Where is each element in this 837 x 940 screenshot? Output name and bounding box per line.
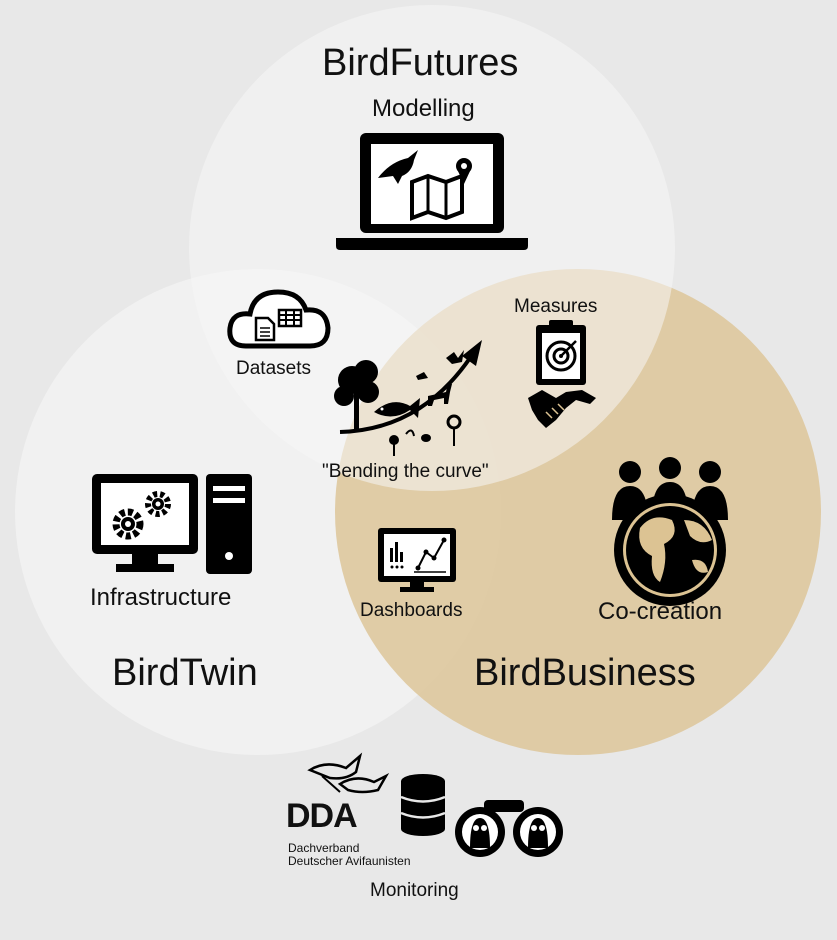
label-cocreation: Co-creation xyxy=(598,598,723,625)
label-datasets: Datasets xyxy=(236,358,311,379)
dda-name-line2: Deutscher Avifaunisten xyxy=(288,854,411,868)
laptop-map-icon xyxy=(336,133,528,250)
label-measures: Measures xyxy=(514,296,598,317)
computer-gears-icon xyxy=(92,474,252,574)
label-monitoring: Monitoring xyxy=(370,880,459,901)
label-bending-curve: "Bending the curve" xyxy=(322,461,489,482)
binoculars-owl-icon xyxy=(455,800,563,857)
dda-logo-text: DDA xyxy=(286,797,358,835)
clipboard-target-icon xyxy=(536,320,586,385)
database-icon xyxy=(400,774,446,836)
circle-title-birdfutures: BirdFutures xyxy=(322,42,519,84)
label-modelling: Modelling xyxy=(372,95,475,122)
bending-curve-icon xyxy=(334,340,482,456)
people-globe-icon xyxy=(612,457,728,606)
label-infrastructure: Infrastructure xyxy=(90,584,232,611)
cloud-data-icon xyxy=(227,289,331,349)
circle-title-birdbusiness: BirdBusiness xyxy=(474,652,696,694)
dashboard-monitor-icon xyxy=(378,528,456,592)
dda-name-line1: Dachverband xyxy=(288,841,360,855)
label-dashboards: Dashboards xyxy=(360,600,463,621)
circle-title-birdtwin: BirdTwin xyxy=(112,652,258,694)
handshake-icon xyxy=(528,390,596,428)
dda-birds-logo xyxy=(307,752,390,794)
